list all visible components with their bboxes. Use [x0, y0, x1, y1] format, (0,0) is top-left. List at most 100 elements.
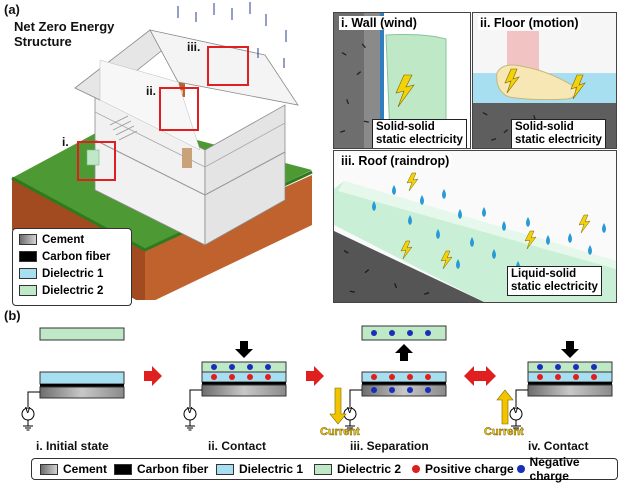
meter-label-4: V — [513, 406, 519, 415]
raindrops — [372, 185, 606, 271]
marker-roof: iii. — [187, 40, 201, 54]
carbon-layer — [40, 384, 124, 387]
inset-floor-title: ii. Floor (motion) — [478, 16, 581, 30]
highlight-box-wall — [77, 141, 116, 181]
legend-a-dielectric2-label: Dielectric 2 — [42, 284, 104, 297]
legend-b-carbon: Carbon fiber — [114, 462, 208, 476]
spark-icon — [504, 68, 520, 94]
legend-a-dielectric2: Dielectric 2 — [19, 284, 103, 297]
down-arrow-icon — [561, 341, 579, 358]
legend-b-positive: Positive charge — [412, 462, 514, 476]
spark-icon — [524, 230, 537, 250]
rain-lines — [177, 2, 287, 68]
legend-a-carbon-label: Carbon fiber — [42, 250, 111, 263]
current-label-separation: Current — [320, 426, 360, 438]
spark-icon — [440, 250, 453, 270]
legend-b-dielectric2: Dielectric 2 — [314, 462, 401, 476]
spark-icon — [570, 74, 586, 100]
meter-label-2: V — [187, 406, 193, 415]
stage-label-initial: i. Initial state — [36, 439, 109, 453]
legend-a-dielectric1: Dielectric 1 — [19, 267, 103, 280]
inset-floor-caption-line1: Solid-solid — [515, 121, 574, 133]
teng-process-diagram — [21, 325, 613, 431]
current-label-contact: Current — [484, 426, 524, 438]
panel-a-label: (a) — [4, 2, 20, 17]
inset-wall-caption: Solid-solid static electricity — [372, 119, 467, 148]
marker-floor: ii. — [146, 84, 157, 98]
stage-initial — [21, 327, 125, 431]
floor-line-2 — [94, 111, 286, 168]
cement-swatch — [40, 463, 58, 475]
inset-roof-caption-line1: Liquid-solid — [511, 268, 577, 280]
up-arrow-icon — [395, 344, 413, 361]
spark-icon — [406, 172, 419, 192]
highlight-box-roof — [207, 46, 249, 86]
stage-contact-1 — [183, 341, 287, 431]
marker-wall: i. — [62, 135, 69, 149]
house-title-line1: Net Zero Energy — [14, 19, 115, 34]
stage-separation — [329, 325, 447, 431]
roof-top-floor — [99, 59, 201, 151]
inset-wall: i. Wall (wind) Solid-solid static electr… — [333, 12, 471, 149]
legend-b-negative: Negative charge — [517, 455, 617, 483]
meter-label-1: V — [25, 406, 31, 415]
spark-icon — [578, 214, 591, 234]
stairs — [109, 115, 138, 141]
legend-b-dielectric2-label: Dielectric 2 — [337, 462, 402, 476]
legend-b-dielectric1: Dielectric 1 — [216, 462, 303, 476]
inset-wall-title: i. Wall (wind) — [339, 16, 419, 30]
spark-icon — [395, 74, 415, 108]
legend-a-dielectric1-label: Dielectric 1 — [42, 267, 104, 280]
stage-label-separation: iii. Separation — [350, 439, 429, 453]
inset-wall-caption-line2: static electricity — [376, 134, 463, 146]
highlight-box-floor — [159, 87, 199, 131]
cement-swatch — [19, 234, 37, 245]
legend-b-dielectric1-label: Dielectric 1 — [239, 462, 304, 476]
legend-b-cement: Cement — [40, 462, 107, 476]
meter-label-3: V — [347, 406, 353, 415]
legend-b-carbon-label: Carbon fiber — [137, 462, 209, 476]
dielectric1-layer — [39, 371, 125, 385]
legend-b-cement-label: Cement — [63, 462, 108, 476]
door-lower — [182, 148, 192, 168]
dielectric1-swatch — [19, 268, 37, 279]
negative-charge-dot — [517, 465, 525, 473]
positive-charge-dot — [412, 465, 420, 473]
inset-roof: iii. Roof (raindrop) Liquid-solid static… — [333, 150, 617, 303]
down-arrow-icon — [235, 341, 253, 358]
inset-floor: ii. Floor (motion) Solid-solid static el… — [472, 12, 617, 149]
carbon-swatch — [19, 251, 37, 262]
cement-layer — [39, 386, 125, 399]
spark-icon — [400, 240, 413, 260]
legend-a-cement: Cement — [19, 233, 84, 246]
legend-panel-b: Cement Carbon fiber Dielectric 1 Dielect… — [31, 455, 618, 483]
legend-a-cement-label: Cement — [42, 233, 85, 246]
current-up-arrow-icon — [496, 389, 514, 425]
house-side-wall — [204, 104, 286, 246]
inset-floor-caption: Solid-solid static electricity — [511, 119, 606, 148]
current-down-arrow-icon — [329, 387, 347, 425]
inset-floor-caption-line2: static electricity — [515, 134, 602, 146]
legend-a-carbon: Carbon fiber — [19, 250, 110, 263]
dielectric1-swatch — [216, 463, 234, 475]
legend-b-positive-label: Positive charge — [425, 462, 514, 476]
inset-wall-art — [334, 13, 447, 148]
carbon-swatch — [114, 463, 132, 475]
legend-b-negative-label: Negative charge — [529, 455, 580, 483]
double-red-arrow-icon — [464, 366, 496, 386]
stage-label-contact-2: iv. Contact — [528, 439, 589, 453]
panel-b-label: (b) — [4, 308, 21, 323]
inset-roof-caption-line2: static electricity — [511, 281, 598, 293]
floor-line-1 — [94, 139, 286, 196]
stage-contact-2 — [496, 341, 613, 431]
wall-panel-sample — [86, 149, 100, 166]
dielectric2-layer — [39, 327, 125, 341]
legend-panel-a: Cement Carbon fiber Dielectric 1 Dielect… — [12, 228, 132, 306]
dielectric2-swatch — [19, 285, 37, 296]
house-title-line2: Structure — [14, 34, 72, 49]
red-arrow-icon — [144, 366, 162, 386]
inset-roof-caption: Liquid-solid static electricity — [507, 266, 602, 296]
dielectric2-swatch — [314, 463, 332, 475]
red-arrow-icon — [306, 366, 324, 386]
inset-roof-title: iii. Roof (raindrop) — [339, 154, 452, 168]
